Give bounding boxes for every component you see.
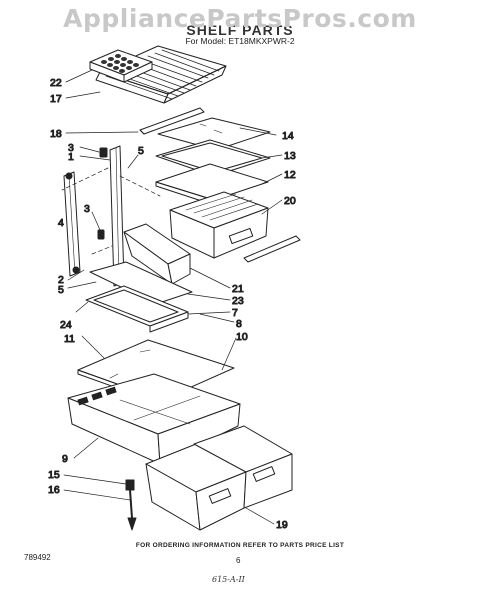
leader-lines: [63, 69, 283, 525]
callout-2: 2: [58, 274, 64, 286]
callout-9: 9: [62, 453, 68, 465]
pan-rail: [243, 235, 301, 263]
model-subtitle: For Model: ET18MKXPWR-2: [185, 36, 295, 46]
callout-24: 24: [60, 319, 72, 331]
callout-23: 23: [232, 295, 244, 307]
callout-14: 14: [282, 130, 294, 142]
crisper-frame: [67, 373, 241, 465]
document-number: 789492: [24, 553, 51, 562]
crisper-drawers: [145, 425, 293, 531]
egg-tray: [89, 49, 153, 83]
callout-21: 21: [232, 283, 244, 295]
callout-10: 10: [236, 331, 248, 343]
handwritten-mark: 615-A-II: [212, 575, 245, 584]
callout-13: 13: [284, 150, 296, 162]
callout-4: 4: [58, 217, 64, 229]
callout-20: 20: [284, 195, 296, 207]
meat-pan: [169, 191, 269, 259]
callout-3b: 3: [84, 203, 90, 215]
callout-16: 16: [48, 484, 60, 496]
ordering-note: FOR ORDERING INFORMATION REFER TO PARTS …: [135, 542, 345, 549]
callout-8: 8: [236, 318, 242, 330]
watermark-logo: AppliancePartsPros.com: [63, 4, 417, 33]
glass-shelf-assembly: [155, 117, 271, 206]
storage-bin: [123, 223, 191, 285]
callout-1: 1: [68, 151, 74, 163]
shelf-ladder-right: [109, 145, 125, 287]
callout-7: 7: [232, 307, 238, 319]
callout-5b: 5: [58, 284, 64, 296]
callout-11: 11: [64, 333, 75, 345]
callout-12: 12: [284, 169, 296, 181]
crisper-roller: [125, 479, 137, 531]
hanger-clip: [97, 147, 108, 240]
callout-3a: 3: [68, 142, 74, 154]
page-number: 6: [236, 556, 241, 565]
callout-17: 17: [50, 93, 62, 105]
callout-22: 22: [50, 77, 62, 89]
lower-glass-shelf: [85, 261, 193, 333]
shelf-rail: [139, 107, 205, 135]
shelf-ladder-left: [63, 171, 81, 277]
callout-15: 15: [48, 469, 60, 481]
callout-labels: 22 17 18 14 3 1 5 13 12 4 3 20 2 5 21 23…: [48, 77, 297, 532]
callout-5a: 5: [138, 145, 144, 157]
callout-18: 18: [50, 128, 62, 140]
diagram-title: SHELF PARTS: [186, 22, 294, 38]
callout-19: 19: [276, 519, 288, 531]
